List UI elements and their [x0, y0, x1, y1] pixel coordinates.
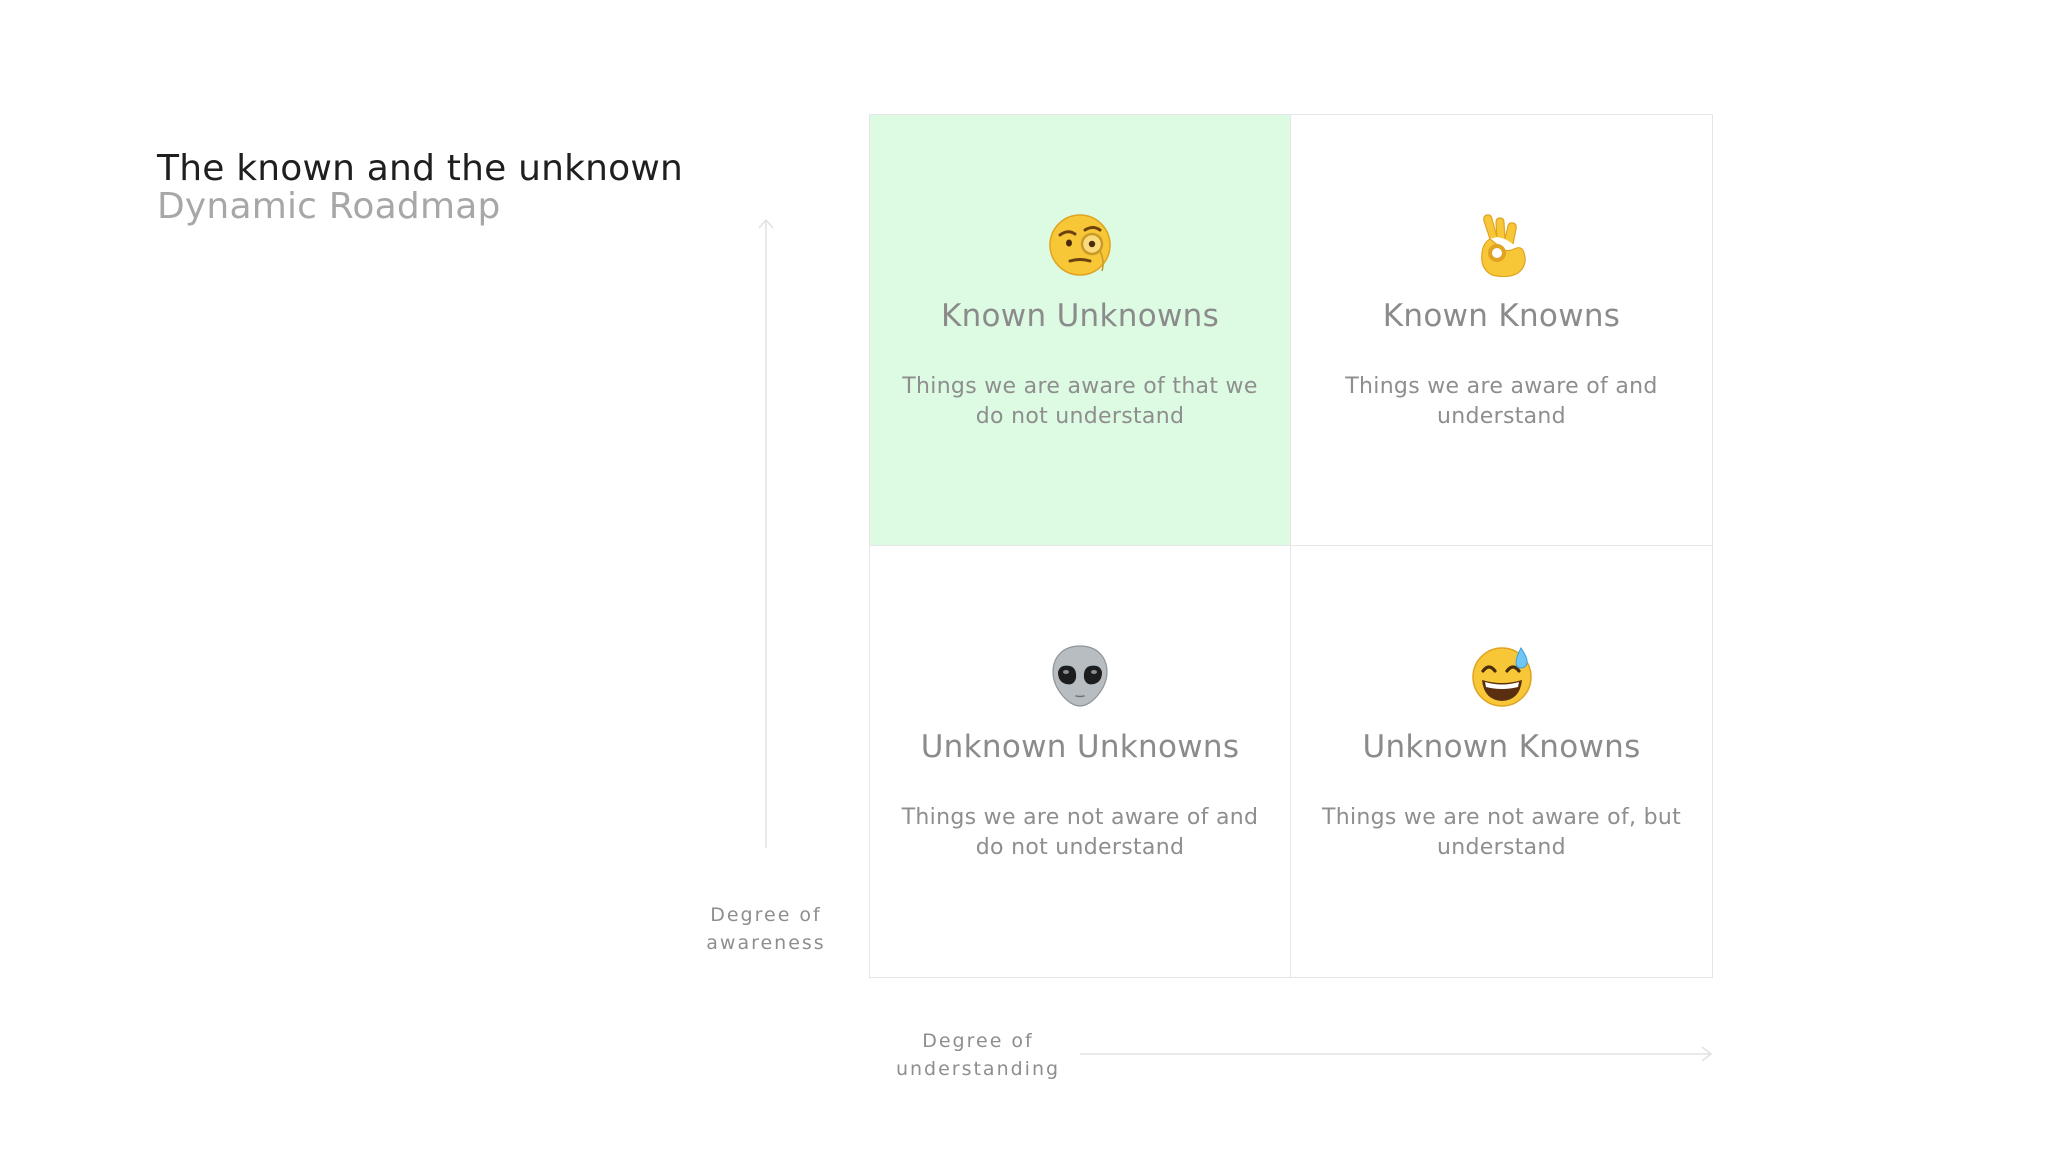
page-subtitle: Dynamic Roadmap	[157, 185, 501, 227]
alien-icon	[1052, 645, 1108, 707]
ok-hand-icon	[1480, 214, 1526, 277]
quadrant-title: Unknown Unknowns	[920, 729, 1240, 765]
grinning-sweat-icon	[1471, 647, 1532, 707]
knowledge-matrix: Known Unknowns Things we are aware of th…	[869, 114, 1713, 978]
face-with-monocle-icon	[1049, 214, 1111, 276]
quadrant-description: Things we are not aware of and do not un…	[901, 805, 1259, 860]
understanding-axis-label: Degree of understanding	[895, 1030, 1061, 1080]
awareness-axis-arrow	[758, 218, 774, 848]
quadrant-description: Things we are aware of that we do not un…	[902, 374, 1258, 429]
understanding-axis-arrow	[1080, 1045, 1713, 1063]
quadrant-description: Things we are aware of and understand	[1345, 374, 1658, 429]
quadrant-unknown-knowns: Unknown Knowns Things we are not aware o…	[1291, 546, 1712, 977]
quadrant-description: Things we are not aware of, but understa…	[1321, 805, 1682, 860]
page-header: The known and the unknown Dynamic Roadma…	[157, 150, 683, 226]
awareness-axis-label: Degree of awareness	[706, 904, 826, 954]
quadrant-title: Known Unknowns	[940, 298, 1220, 334]
quadrant-title: Known Knowns	[1382, 298, 1621, 334]
page-title: The known and the unknown	[157, 148, 684, 189]
quadrant-title: Unknown Knowns	[1362, 729, 1641, 765]
quadrant-unknown-unknowns: Unknown Unknowns Things we are not aware…	[870, 546, 1291, 977]
quadrant-known-knowns: Known Knowns Things we are aware of and …	[1291, 115, 1712, 546]
quadrant-known-unknowns: Known Unknowns Things we are aware of th…	[870, 115, 1291, 546]
